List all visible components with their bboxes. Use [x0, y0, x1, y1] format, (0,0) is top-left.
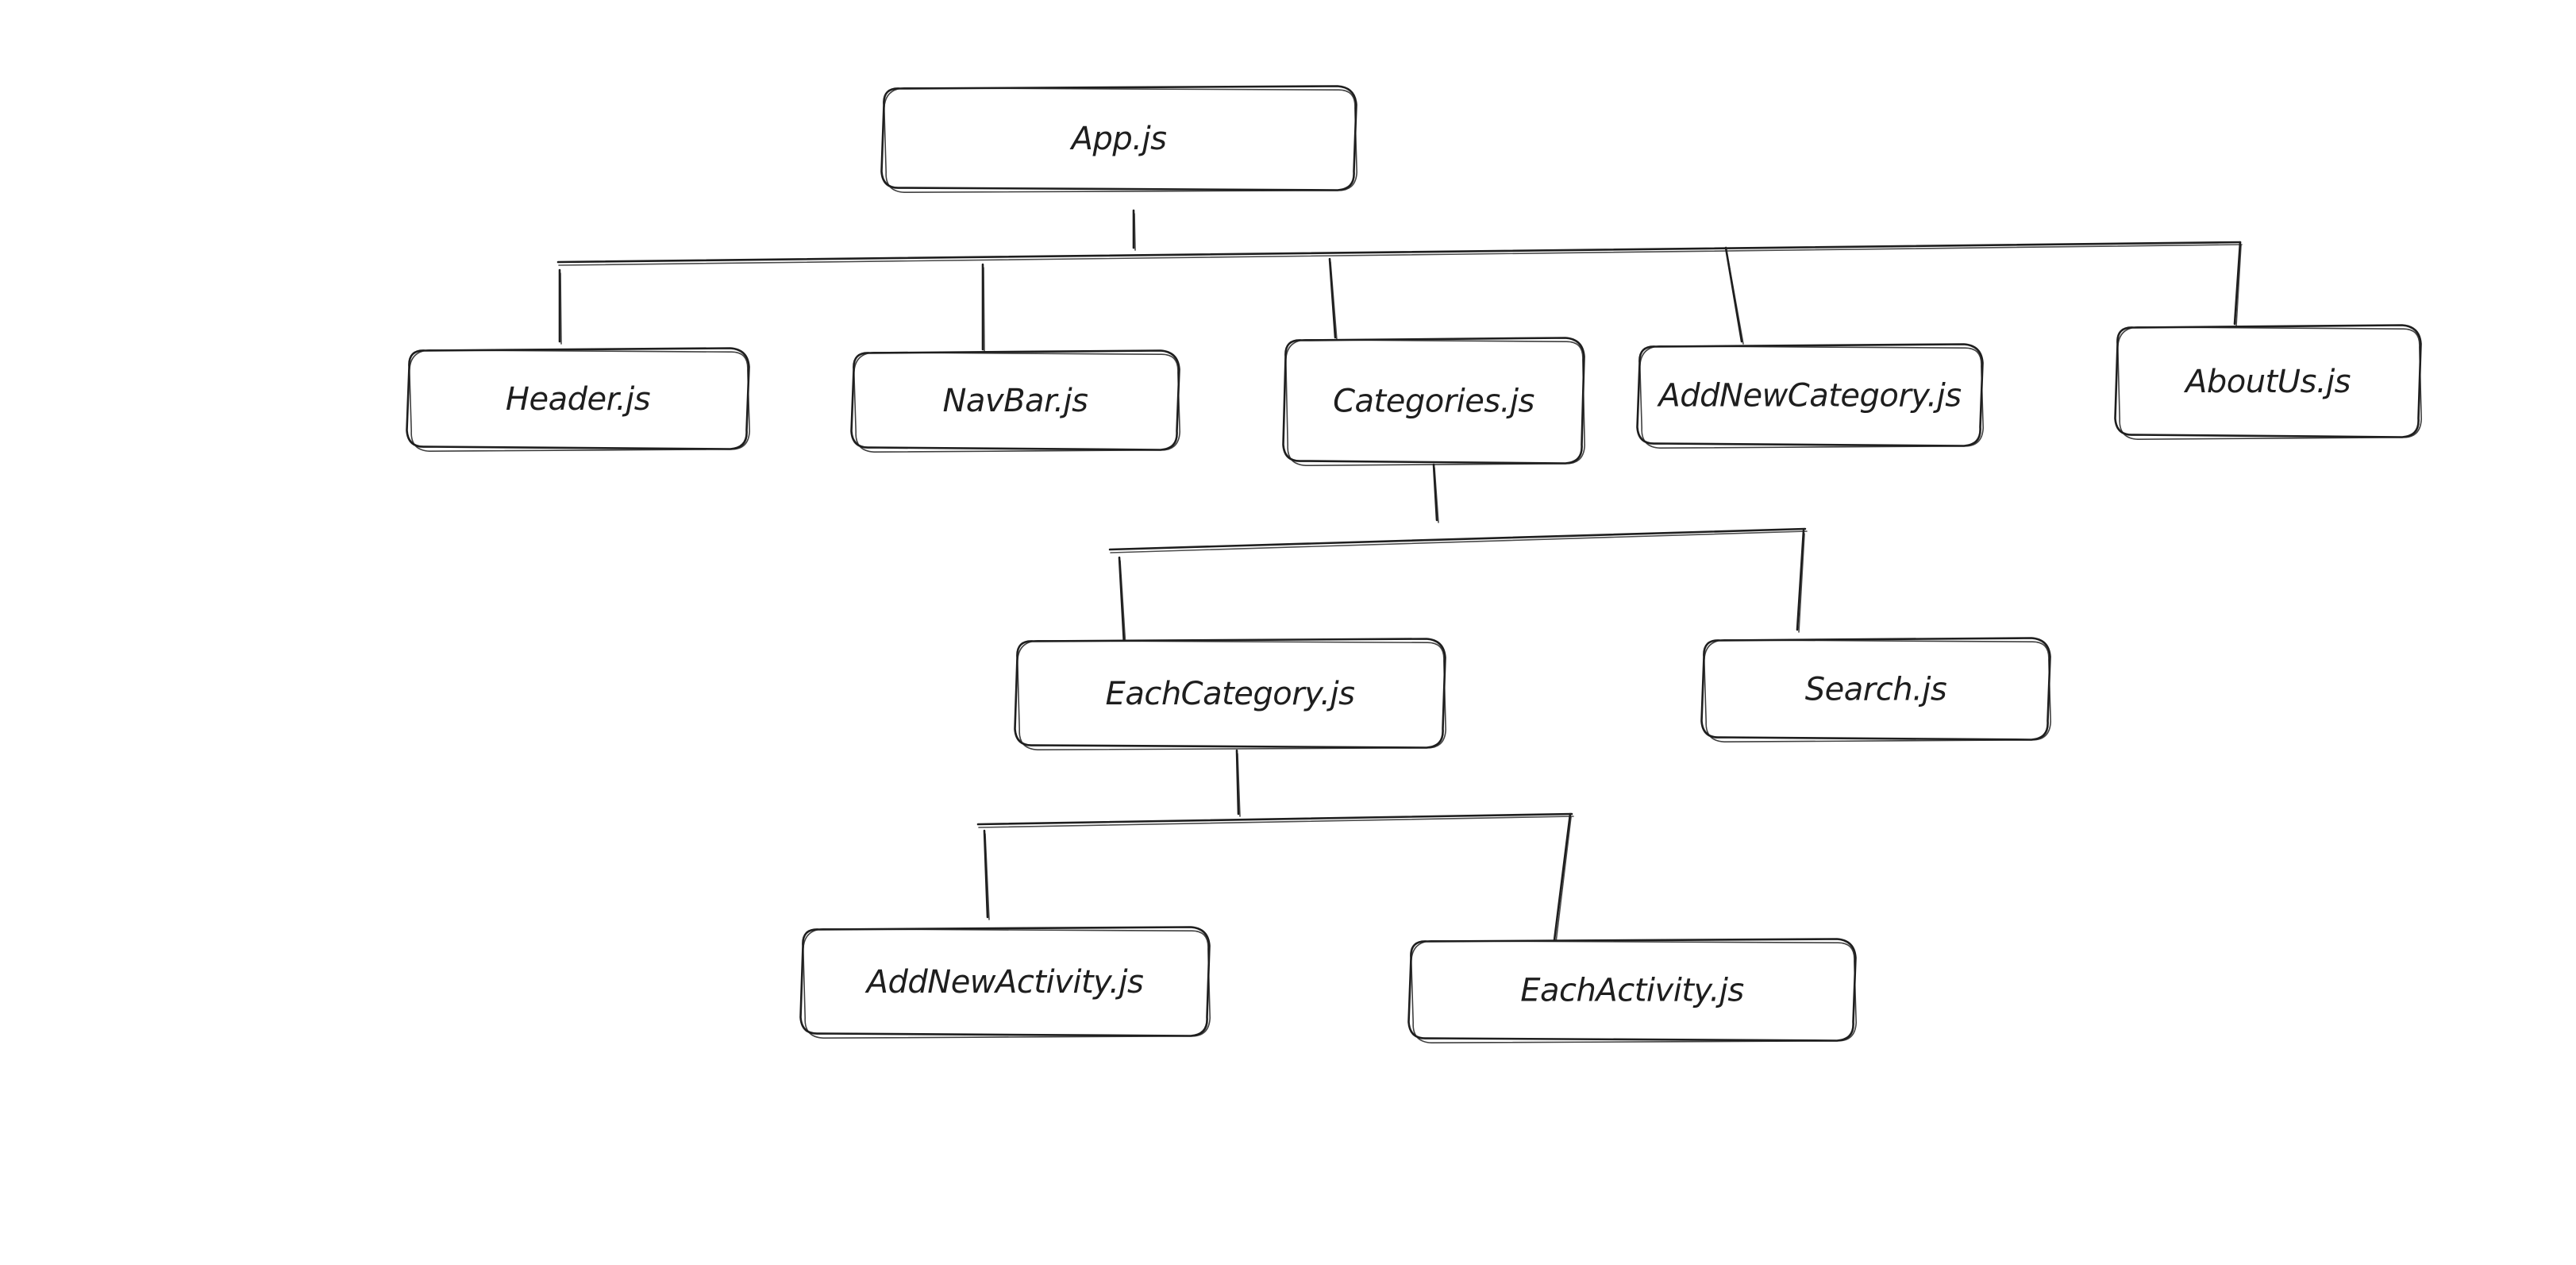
categories-bus-line: [1108, 527, 1808, 553]
node-eachcategory: EachCategory.js: [1014, 638, 1447, 751]
edge-app-to-header: [558, 268, 562, 345]
edge-app-to-addnewcategory: [1724, 246, 1744, 345]
node-label-addnewactivity: AddNewActivity.js: [864, 964, 1144, 1001]
node-box-outline-search: [1703, 638, 2052, 743]
connector-lines: [556, 209, 2243, 943]
node-box-outline-addnewactivity: [802, 928, 1211, 1039]
node-box-outline-app: [883, 87, 1358, 194]
categories-stem-line: [1432, 463, 1439, 523]
edge-eachcategory-to-addnewactivity: [983, 829, 990, 920]
node-box-outline-categories: [1284, 338, 1586, 467]
node-app: App.js: [880, 85, 1358, 194]
node-label-categories: Categories.js: [1333, 384, 1534, 420]
node-search: Search.js: [1700, 637, 2052, 743]
edge-categories-to-search: [1796, 529, 1805, 633]
node-addnewcategory: AddNewCategory.js: [1636, 343, 1985, 449]
node-box-outline-addnewcategory: [1638, 345, 1985, 449]
app-stem-line: [1132, 209, 1136, 251]
eachcategory-bus-line: [976, 812, 1574, 828]
node-navbar: NavBar.js: [850, 349, 1181, 453]
node-categories: Categories.js: [1282, 337, 1586, 467]
edge-categories-to-eachcategory: [1118, 556, 1126, 648]
node-aboutus: AboutUs.js: [2114, 324, 2423, 441]
node-label-navbar: NavBar.js: [943, 383, 1088, 419]
node-box-outline-eachactivity: [1410, 939, 1858, 1044]
node-label-eachcategory: EachCategory.js: [1106, 676, 1355, 712]
node-box-outline-navbar: [853, 351, 1181, 453]
eachcategory-stem-line: [1235, 749, 1241, 817]
node-label-search: Search.js: [1805, 672, 1946, 708]
node-box-outline-header: [408, 349, 751, 453]
app-bus-line: [556, 241, 2243, 266]
edge-app-to-aboutus: [2233, 241, 2242, 327]
node-box-outline-aboutus: [2116, 326, 2423, 441]
node-label-app: App.js: [1069, 121, 1167, 157]
node-label-addnewcategory: AddNewCategory.js: [1656, 378, 1961, 415]
edge-app-to-navbar: [981, 263, 985, 353]
node-label-eachactivity: EachActivity.js: [1520, 973, 1743, 1009]
node-header: Header.js: [406, 347, 751, 453]
node-eachactivity: EachActivity.js: [1407, 938, 1858, 1044]
node-addnewactivity: AddNewActivity.js: [799, 926, 1211, 1039]
edge-eachcategory-to-eachactivity: [1553, 812, 1572, 943]
node-label-header: Header.js: [506, 381, 650, 418]
edge-app-to-categories: [1328, 257, 1338, 341]
node-box-outline-eachcategory: [1016, 639, 1447, 751]
node-label-aboutus: AboutUs.js: [2183, 364, 2351, 400]
